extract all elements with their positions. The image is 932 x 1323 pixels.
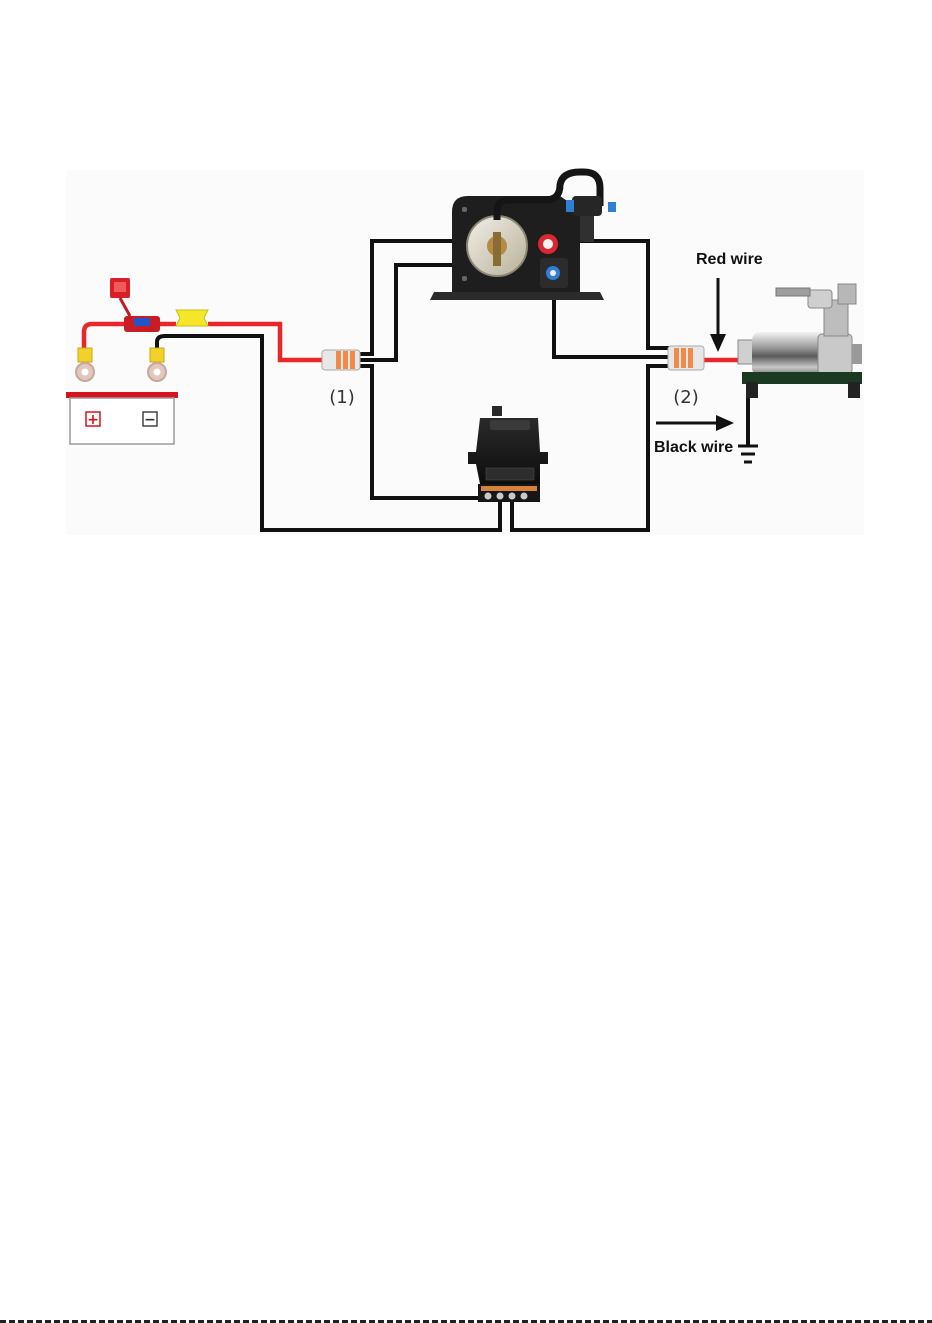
wireless-relay-icon [468, 406, 548, 502]
red-wire-label: Red wire [696, 251, 763, 268]
butt-connector-icon [176, 310, 208, 326]
black-wire-label: Black wire [654, 439, 733, 456]
ring-terminal-negative-icon [148, 348, 166, 381]
battery-plus-sign: + [87, 412, 99, 428]
lever-connector-1-icon [322, 350, 360, 370]
ring-terminal-positive-icon [76, 348, 94, 381]
battery-icon: + − [66, 392, 178, 444]
connector-1-label: (1) [329, 387, 355, 408]
lever-connector-2-icon [668, 346, 704, 370]
connector-2-label: (2) [673, 387, 699, 408]
battery-minus-sign: − [144, 412, 156, 428]
